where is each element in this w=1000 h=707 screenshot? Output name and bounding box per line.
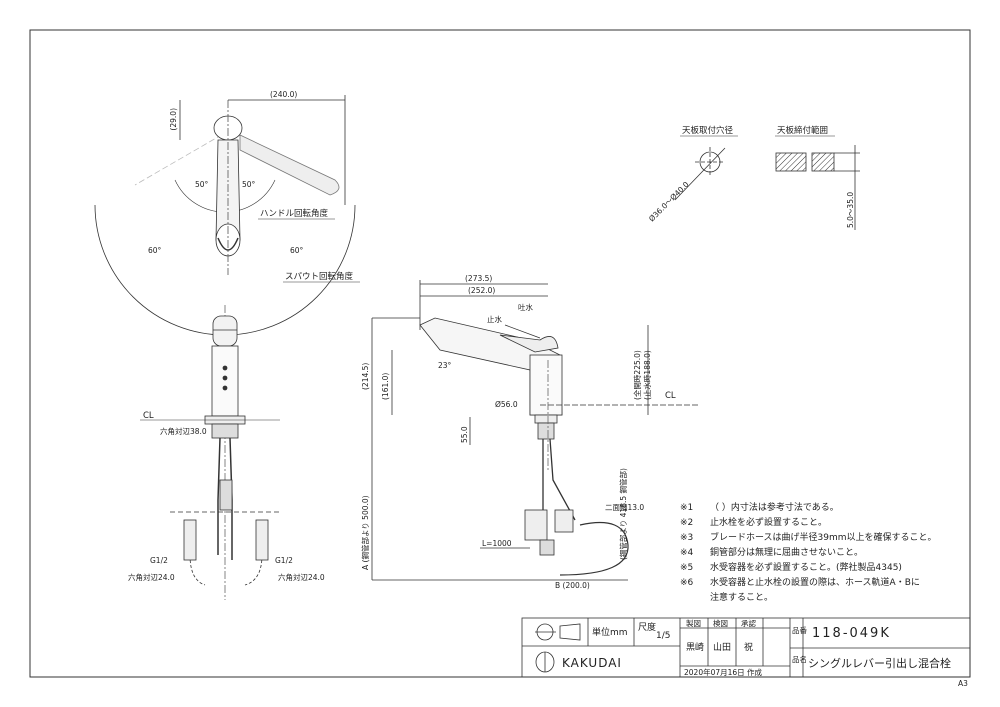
dim-418: (鋼管部より 418.5 鋼管部) bbox=[618, 468, 628, 560]
tb-checked: 山田 bbox=[713, 642, 731, 653]
note-text: 注意すること。 bbox=[710, 591, 773, 603]
note-text: 止水栓を必ず設置すること。 bbox=[710, 516, 827, 528]
angle-23: 23° bbox=[438, 361, 452, 370]
front-hex-top: 六角対辺38.0 bbox=[160, 426, 207, 436]
dim-240: (240.0) bbox=[270, 90, 297, 99]
mount-range-dim: 5.0～35.0 bbox=[846, 192, 855, 228]
dim-total-open: (全開時225.0) bbox=[632, 350, 642, 400]
dim-29: (29.0) bbox=[169, 108, 178, 131]
label-handle-rotation: ハンドル回転角度 bbox=[260, 208, 329, 219]
mount-range-detail bbox=[775, 145, 860, 230]
front-g-right: G1/2 bbox=[275, 556, 293, 565]
note-mark: ※5 bbox=[680, 563, 693, 573]
tb-drawn: 黒崎 bbox=[686, 641, 704, 653]
note-mark: ※3 bbox=[680, 533, 693, 543]
dim-dia56: Ø56.0 bbox=[495, 400, 518, 409]
note-text: 水受容器を必ず設置すること。(弊社製品4345) bbox=[710, 561, 902, 573]
note-mark: ※1 bbox=[680, 503, 693, 513]
tb-h-checked: 検図 bbox=[713, 618, 728, 628]
notes: ※1 （ ）内寸法は参考寸法である。 ※2 止水栓を必ず設置すること。 ※3 ブレードホー… bbox=[680, 501, 937, 603]
label-spout: 吐水 bbox=[518, 302, 533, 312]
mount-hole-dim: Ø36.0～Ø40.0 bbox=[647, 180, 691, 224]
dim-200: B (200.0) bbox=[555, 581, 590, 590]
title-block bbox=[521, 617, 971, 678]
front-hex-left: 六角対辺24.0 bbox=[128, 572, 175, 582]
front-hex-right: 六角対辺24.0 bbox=[278, 572, 325, 582]
tb-sheet-size: A3 bbox=[958, 679, 968, 688]
dim-214: (214.5) bbox=[361, 363, 370, 390]
tb-part-label: 品番 bbox=[792, 625, 807, 635]
dim-273: (273.5) bbox=[465, 274, 492, 283]
mount-hole-detail bbox=[674, 147, 726, 201]
tb-name: シングルレバー引出し混合栓 bbox=[808, 656, 951, 670]
note-mark: ※4 bbox=[680, 548, 694, 558]
top-view bbox=[94, 95, 356, 336]
tb-date: 2020年07月16日 作成 bbox=[684, 667, 763, 677]
tb-brand: KAKUDAI bbox=[562, 656, 622, 670]
dim-13: 二面幅13.0 bbox=[605, 502, 644, 512]
note-mark: ※6 bbox=[680, 578, 694, 588]
dim-55: 55.0 bbox=[460, 426, 469, 443]
front-g-left: G1/2 bbox=[150, 556, 168, 565]
sheet-border bbox=[29, 29, 971, 678]
side-view bbox=[371, 280, 700, 581]
angle-spout-right: 60° bbox=[290, 246, 304, 255]
note-text: 水受容器と止水栓の設置の際は、ホース軌道A・Bに bbox=[710, 576, 920, 588]
dim-252: (252.0) bbox=[468, 286, 495, 295]
dim-161: (161.0) bbox=[381, 373, 390, 400]
note-text: （ ）内寸法は参考寸法である。 bbox=[710, 501, 839, 513]
label-stop: 止水 bbox=[487, 314, 502, 324]
dim-stop-height: (止水時188.0) bbox=[642, 350, 652, 400]
tb-h-drawn: 製図 bbox=[686, 618, 701, 628]
tb-scale-label: 尺度 bbox=[638, 621, 656, 633]
note-text: ブレードホースは曲げ半径39mm以上を確保すること。 bbox=[710, 531, 937, 543]
tb-h-approved: 承認 bbox=[741, 618, 756, 628]
front-view bbox=[170, 305, 280, 600]
dim-500: A (鋼管部より 500.0) bbox=[360, 495, 370, 570]
tb-name-label: 品名 bbox=[792, 654, 807, 664]
tb-part-no: 118-049K bbox=[812, 626, 891, 641]
angle-handle-left: 50° bbox=[195, 180, 209, 189]
tb-unit: 単位mm bbox=[592, 626, 628, 638]
label-spout-rotation: スパウト回転角度 bbox=[285, 271, 354, 282]
note-text: 銅管部分は無理に屈曲させないこと。 bbox=[710, 546, 863, 558]
side-cl: CL bbox=[665, 391, 676, 401]
note-mark: ※2 bbox=[680, 518, 693, 528]
tb-approved: 祝 bbox=[744, 641, 753, 653]
angle-spout-left: 60° bbox=[148, 246, 162, 255]
front-cl: CL bbox=[143, 411, 154, 421]
angle-handle-right: 50° bbox=[242, 180, 256, 189]
dim-hose-length: L=1000 bbox=[482, 539, 512, 548]
mount-hole-title: 天板取付穴径 bbox=[682, 125, 734, 136]
mount-range-title: 天板締付範囲 bbox=[777, 125, 828, 136]
tb-scale: 1/5 bbox=[656, 631, 670, 641]
